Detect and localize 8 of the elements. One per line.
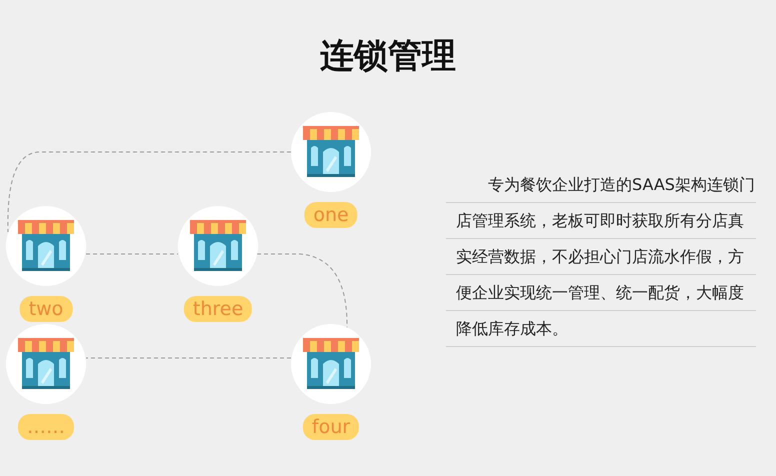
store-label: two: [20, 296, 72, 322]
store-label: ……: [18, 414, 74, 440]
store-label: three: [184, 296, 252, 322]
dashed-connector: [256, 254, 348, 328]
dashed-connector: [7, 152, 292, 232]
title: 连锁管理: [319, 35, 457, 78]
store-label: one: [304, 202, 358, 228]
store-label: four: [302, 414, 360, 440]
